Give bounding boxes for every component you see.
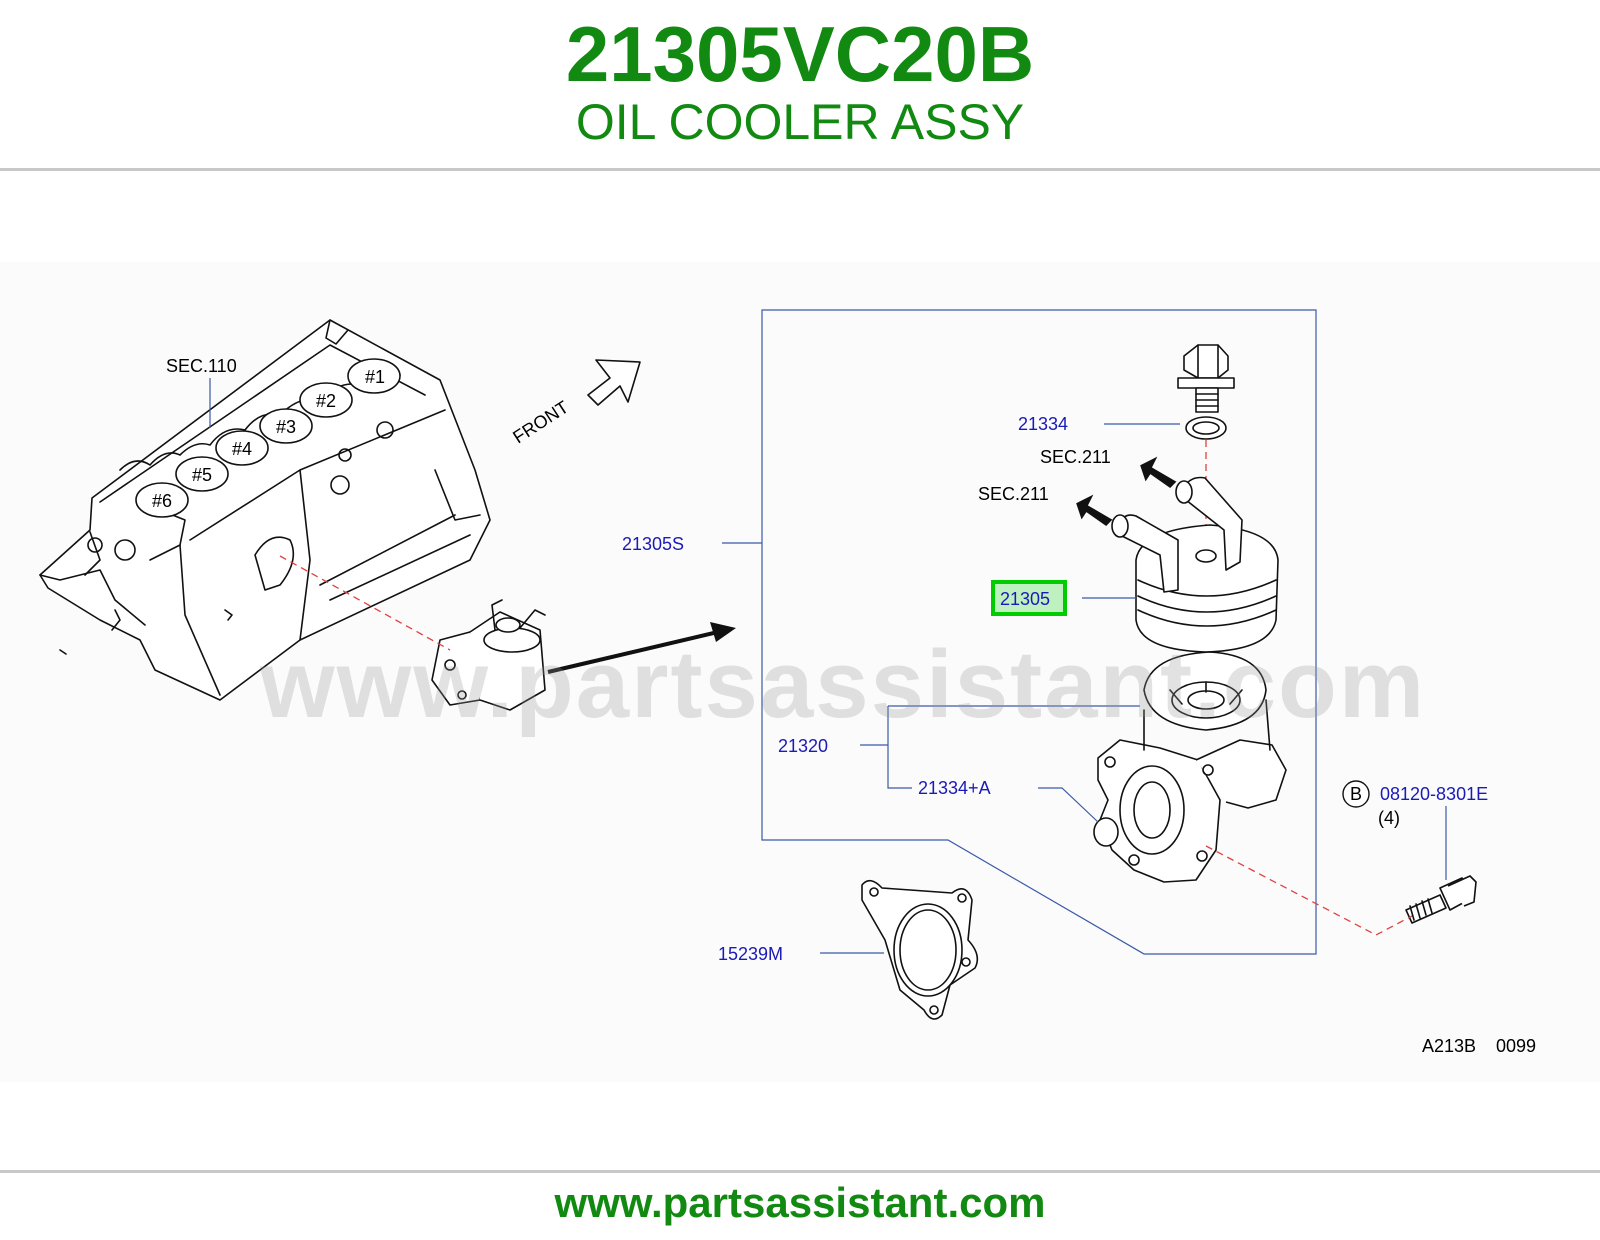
sec-211-arrow-2-icon — [1076, 494, 1113, 526]
callout-21305-highlight — [991, 580, 1067, 616]
header-divider — [0, 168, 1600, 171]
cylinder-5-label: #5 — [192, 465, 212, 485]
watermark-text: www.partsassistant.com — [260, 631, 1427, 738]
oil-cooler-housing-21320-drawing — [1097, 651, 1287, 883]
small-oil-cooler-assembly-drawing — [431, 599, 546, 711]
cylinder-1-label: #1 — [365, 367, 385, 387]
front-arrow-icon — [587, 359, 641, 406]
bolt-08120-8301e-drawing — [1405, 875, 1477, 924]
cylinder-2-label: #2 — [316, 391, 336, 411]
bolt-symbol-circle — [1342, 780, 1370, 808]
footer-divider — [0, 1170, 1600, 1173]
oil-cooler-21305-drawing — [1111, 476, 1279, 653]
callout-21334A[interactable]: 21334+A — [918, 778, 991, 798]
engine-block-drawing — [39, 319, 491, 701]
callout-21334A-leader — [1038, 787, 1099, 823]
front-label: FRONT — [509, 397, 572, 448]
cylinder-4-label: #4 — [232, 439, 252, 459]
sec-211-arrow-1-icon — [1140, 456, 1177, 488]
diagram-code-number: 0099 — [1496, 1036, 1536, 1056]
bolt-quantity-label: (4) — [1378, 808, 1400, 828]
callout-21305S[interactable]: 21305S — [622, 534, 684, 554]
callout-08120-8301E[interactable]: 08120-8301E — [1380, 784, 1488, 804]
drain-plug-bolt-drawing — [1177, 344, 1235, 413]
sec-211-label-1[interactable]: SEC.211 — [1040, 447, 1111, 467]
footer-website-link[interactable]: www.partsassistant.com — [554, 1179, 1046, 1226]
cylinder-3-label: #3 — [276, 417, 296, 437]
kit-21305s-boundary — [761, 309, 1317, 955]
callout-21320[interactable]: 21320 — [778, 736, 828, 756]
part-number-title: 21305VC20B — [565, 10, 1035, 98]
bolt-dashed-line — [1205, 845, 1413, 936]
o-ring-21334a-drawing — [1093, 817, 1119, 847]
callout-21305[interactable]: 21305 — [1000, 589, 1050, 609]
cylinder-6-label: #6 — [152, 491, 172, 511]
gasket-15239m-drawing — [861, 879, 979, 1020]
washer-21334-drawing — [1185, 416, 1227, 440]
part-name-subtitle: OIL COOLER ASSY — [575, 94, 1025, 150]
callout-21320-leader — [860, 705, 1140, 789]
direction-arrow-icon — [547, 622, 736, 674]
header: 21305VC20B OIL COOLER ASSY — [0, 0, 1600, 168]
sec-110-label[interactable]: SEC.110 — [166, 356, 237, 376]
callout-15239M[interactable]: 15239M — [718, 944, 783, 964]
bolt-symbol-label: B — [1350, 784, 1362, 804]
sec-211-label-2[interactable]: SEC.211 — [978, 484, 1049, 504]
diagram-code: A213B — [1422, 1036, 1476, 1056]
callout-21334[interactable]: 21334 — [1018, 414, 1068, 434]
engine-mount-dashed-line — [279, 555, 451, 651]
